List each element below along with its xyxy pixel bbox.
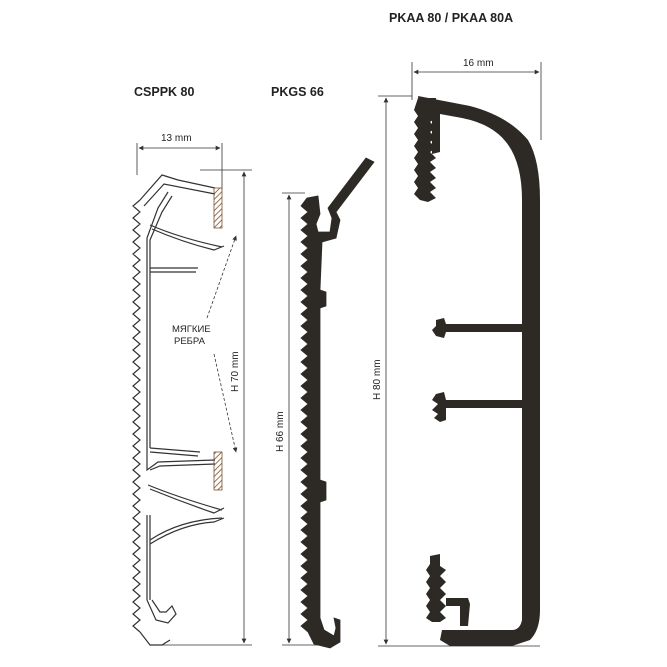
soft-ribs-label-line2: РЕБРА [174, 336, 206, 347]
pkaa-lower-foot [446, 598, 470, 626]
pkaa-middle-rib-1 [432, 318, 522, 338]
csppk-profile-outline [132, 174, 225, 646]
pkgs-66-group: PKGS 66 H 66 mm [271, 85, 375, 649]
pkaa-middle-rib-2 [432, 392, 522, 422]
pkaa-lower-clip [426, 554, 446, 622]
soft-ribs-leader-lower [213, 353, 238, 453]
pkaa-80-group: PKAA 80 / PKAA 80A 16 mm H 80 mm [372, 11, 542, 647]
soft-ribs-label-line1: МЯГКИЕ [172, 324, 211, 335]
pkgs-height-label: H 66 mm [275, 411, 286, 452]
pkaa-profile-body [418, 96, 540, 646]
csppk-80-group: CSPPK 80 13 mm H 70 mm [132, 85, 252, 646]
pkaa-upper-clip [414, 98, 436, 202]
soft-ribs-leader-upper [206, 235, 237, 319]
pkaa-height-label: H 80 mm [372, 359, 383, 400]
pkgs-title: PKGS 66 [271, 85, 324, 99]
csppk-upper-soft-rib [213, 187, 223, 229]
csppk-width-label: 13 mm [161, 133, 192, 144]
pkaa-width-label: 16 mm [463, 58, 494, 69]
pkgs-profile-body [300, 157, 375, 649]
csppk-height-label: H 70 mm [230, 351, 241, 392]
csppk-title: CSPPK 80 [134, 85, 194, 99]
pkaa-title: PKAA 80 / PKAA 80A [389, 11, 513, 25]
csppk-lower-soft-rib [213, 451, 223, 491]
